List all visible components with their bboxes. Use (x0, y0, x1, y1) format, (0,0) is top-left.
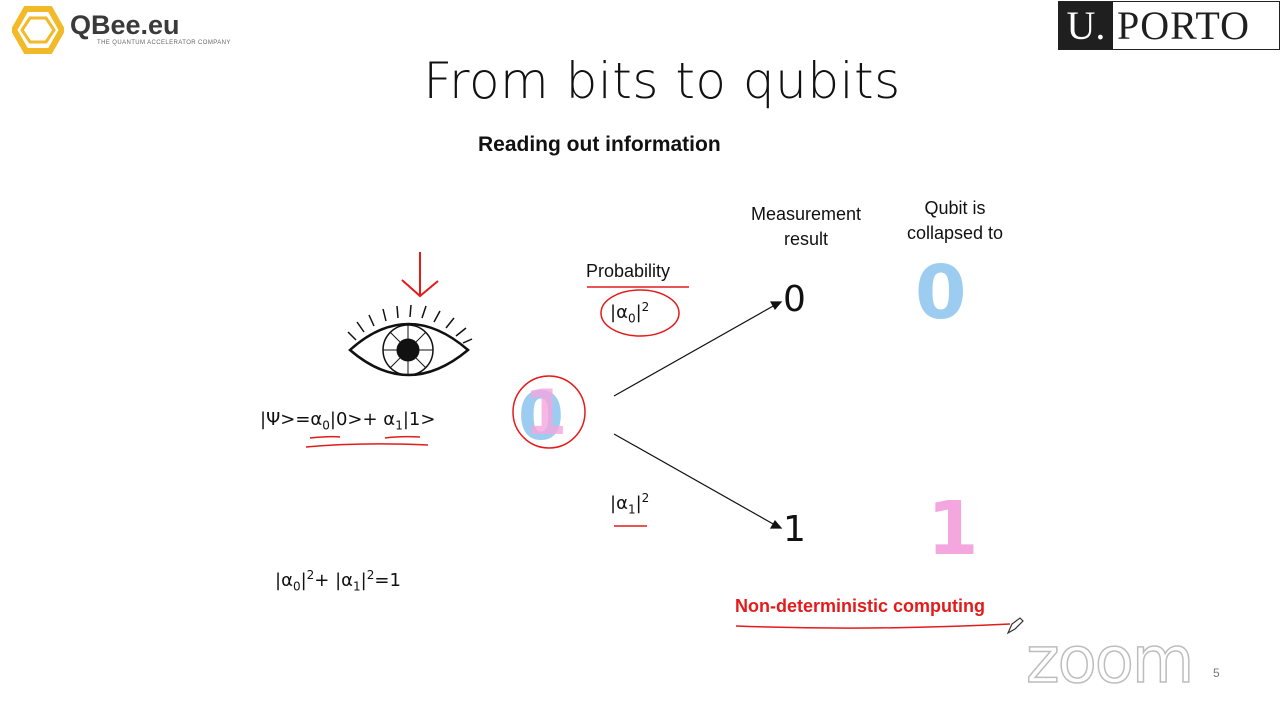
pen-cursor-icon (1006, 617, 1024, 635)
non-deterministic-annotation: Non-deterministic computing (735, 596, 986, 616)
superposed-qubit-circle (512, 375, 586, 449)
brand-tagline: THE QUANTUM ACCELERATOR COMPANY (97, 40, 231, 46)
measurement-result-0: 0 (783, 279, 806, 320)
measurement-result-label: Measurement result (750, 204, 862, 249)
superposed-digit-0: 0 (518, 378, 564, 455)
superposed-digit-1: 1 (524, 376, 568, 449)
brand-name: QBee.eu (70, 10, 180, 40)
uporto-logo: U. PORTO (1058, 1, 1280, 50)
collapsed-digit-0: 0 (915, 250, 967, 336)
measurement-arrow-0 (613, 301, 783, 397)
eye-icon (347, 304, 473, 377)
uporto-porto: PORTO (1117, 3, 1251, 48)
zoom-watermark: zoom (1025, 623, 1195, 699)
prob0-circle (600, 289, 680, 337)
probability-label: Probability (586, 261, 671, 281)
state-equation-underline (305, 435, 429, 448)
page-number: 5 (1213, 666, 1220, 680)
collapsed-label: Qubit is collapsed to (906, 198, 1004, 243)
qbee-hexagon-logo (12, 6, 64, 54)
normalization-equation: |α0|2+ |α1|2=1 (275, 568, 401, 594)
measurement-result-1: 1 (783, 509, 806, 550)
uporto-u: U. (1059, 2, 1113, 49)
prob1-value: |α1|2 (610, 491, 650, 517)
state-equation: |Ψ>=α0|0>+ α1|1> (260, 409, 436, 433)
red-down-arrow-icon (401, 252, 439, 298)
slide-title: From bits to qubits (423, 52, 901, 110)
prob0-value: |α0|2 (610, 300, 650, 326)
collapsed-digit-1: 1 (927, 486, 979, 572)
slide-subtitle: Reading out information (478, 133, 721, 156)
annotation-underline (735, 623, 1011, 629)
measurement-arrow-1 (613, 433, 783, 529)
